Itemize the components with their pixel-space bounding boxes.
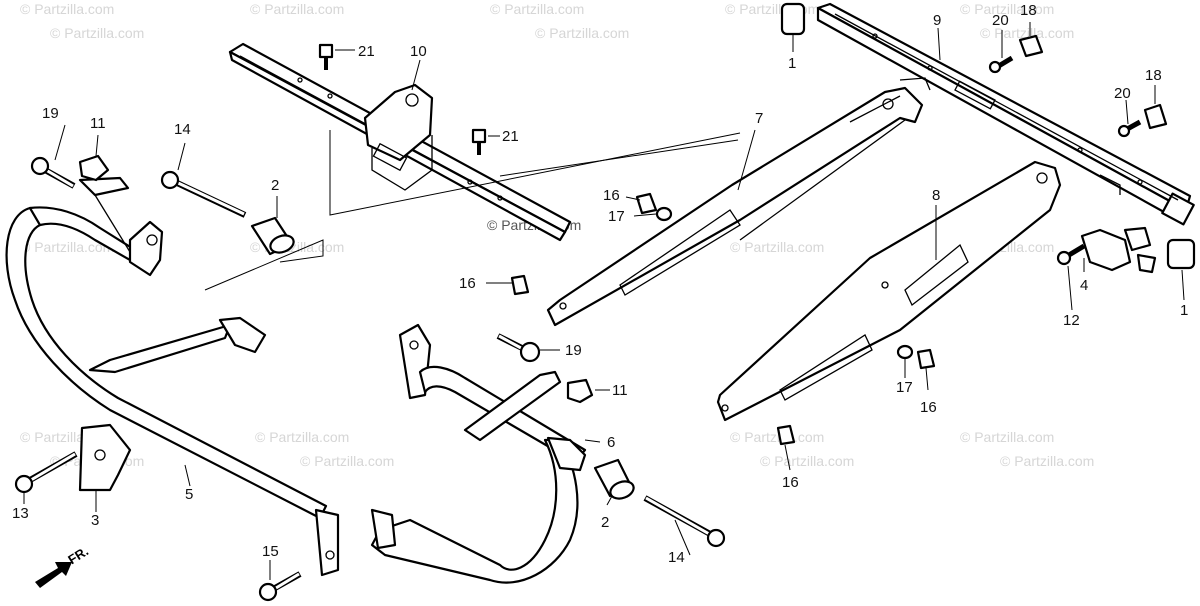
bracket-3 (78, 423, 132, 492)
callout-16: 16 (782, 474, 799, 491)
callout-20: 20 (992, 12, 1009, 29)
callout-8: 8 (932, 187, 940, 204)
bolt-icon (1117, 119, 1142, 138)
watermark: © Partzilla.com (760, 453, 854, 469)
watermark: © Partzilla.com (300, 453, 394, 469)
rubber-cushion-icon (780, 2, 806, 36)
rubber-cushion-icon (1166, 238, 1196, 270)
callout-16: 16 (603, 187, 620, 204)
watermark: © Partzilla.com (20, 239, 114, 255)
bolt-icon (496, 333, 541, 363)
callout-15: 15 (262, 543, 279, 560)
bolt-icon (14, 451, 78, 494)
front-direction-indicator: FR. (35, 543, 91, 588)
watermark: © Partzilla.com (1000, 453, 1094, 469)
callout-20: 20 (1114, 85, 1131, 102)
bolt-icon (318, 43, 334, 70)
callout-17: 17 (608, 208, 625, 225)
watermark: © Partzilla.com (960, 429, 1054, 445)
callout-16: 16 (459, 275, 476, 292)
callout-2: 2 (271, 177, 279, 194)
callout-9: 9 (933, 12, 941, 29)
right-guard-bar (370, 323, 587, 584)
upper-cross-stay (228, 42, 572, 242)
front-arrow-icon (35, 562, 72, 588)
right-side-rail (716, 160, 1062, 422)
nut-icon (78, 154, 110, 182)
watermark: © Partzilla.com (535, 25, 629, 41)
leader-lines (23, 22, 1185, 580)
bolt-icon (30, 156, 76, 189)
callout-17: 17 (896, 379, 913, 396)
nut-icon (635, 192, 658, 215)
callout-19: 19 (42, 105, 59, 122)
callout-7: 7 (755, 110, 763, 127)
bolt-icon (160, 170, 247, 218)
callout-13: 13 (12, 505, 29, 522)
nut-icon (896, 344, 914, 360)
callout-4: 4 (1080, 277, 1088, 294)
bolt-icon (1056, 243, 1086, 266)
bolt-icon (258, 571, 302, 602)
watermark: © Partzilla.com (50, 25, 144, 41)
bolt-icon (471, 128, 487, 155)
watermark: © Partzilla.com (255, 429, 349, 445)
callout-19: 19 (565, 342, 582, 359)
nut-icon (655, 206, 673, 222)
callout-16: 16 (920, 399, 937, 416)
watermark: © Partzilla.com (490, 1, 584, 17)
callout-1: 1 (1180, 302, 1188, 319)
watermark: © Partzilla.com (250, 1, 344, 17)
watermark: © Partzilla.com (730, 429, 824, 445)
left-side-rail (546, 86, 924, 327)
watermark: © Partzilla.com (725, 1, 819, 17)
callout-3: 3 (91, 512, 99, 529)
callout-21: 21 (502, 128, 519, 145)
callout-1: 1 (788, 55, 796, 72)
watermark: © Partzilla.com (980, 25, 1074, 41)
left-guard-bar (5, 176, 340, 577)
callout-numbers: 1 1 2 2 3 4 5 6 7 8 9 10 11 11 12 13 14 … (12, 2, 1188, 566)
callout-18: 18 (1020, 2, 1037, 19)
watermark: © Partzilla.com (20, 1, 114, 17)
nut-icon (566, 378, 594, 404)
nut-icon (776, 424, 796, 446)
seat-lock (1080, 226, 1157, 274)
callout-5: 5 (185, 486, 193, 503)
bolt-icon (988, 55, 1014, 74)
callout-14: 14 (668, 549, 685, 566)
fasteners (14, 2, 1196, 602)
callout-14: 14 (174, 121, 191, 138)
rear-frame-rail (816, 2, 1195, 226)
callout-18: 18 (1145, 67, 1162, 84)
nut-icon (916, 348, 936, 370)
callout-21: 21 (358, 43, 375, 60)
nut-icon (1143, 103, 1168, 130)
watermark: © Partzilla.com (730, 239, 824, 255)
watermarks: © Partzilla.com © Partzilla.com © Partzi… (20, 1, 1094, 469)
bolt-icon (643, 495, 726, 548)
callout-12: 12 (1063, 312, 1080, 329)
nut-icon (510, 274, 530, 296)
nut-icon (1018, 34, 1044, 58)
callout-6: 6 (607, 434, 615, 451)
callout-11: 11 (90, 115, 106, 132)
callout-11: 11 (612, 382, 628, 399)
watermark: © Partzilla.com (960, 1, 1054, 17)
callout-2: 2 (601, 514, 609, 531)
callout-10: 10 (410, 43, 427, 60)
